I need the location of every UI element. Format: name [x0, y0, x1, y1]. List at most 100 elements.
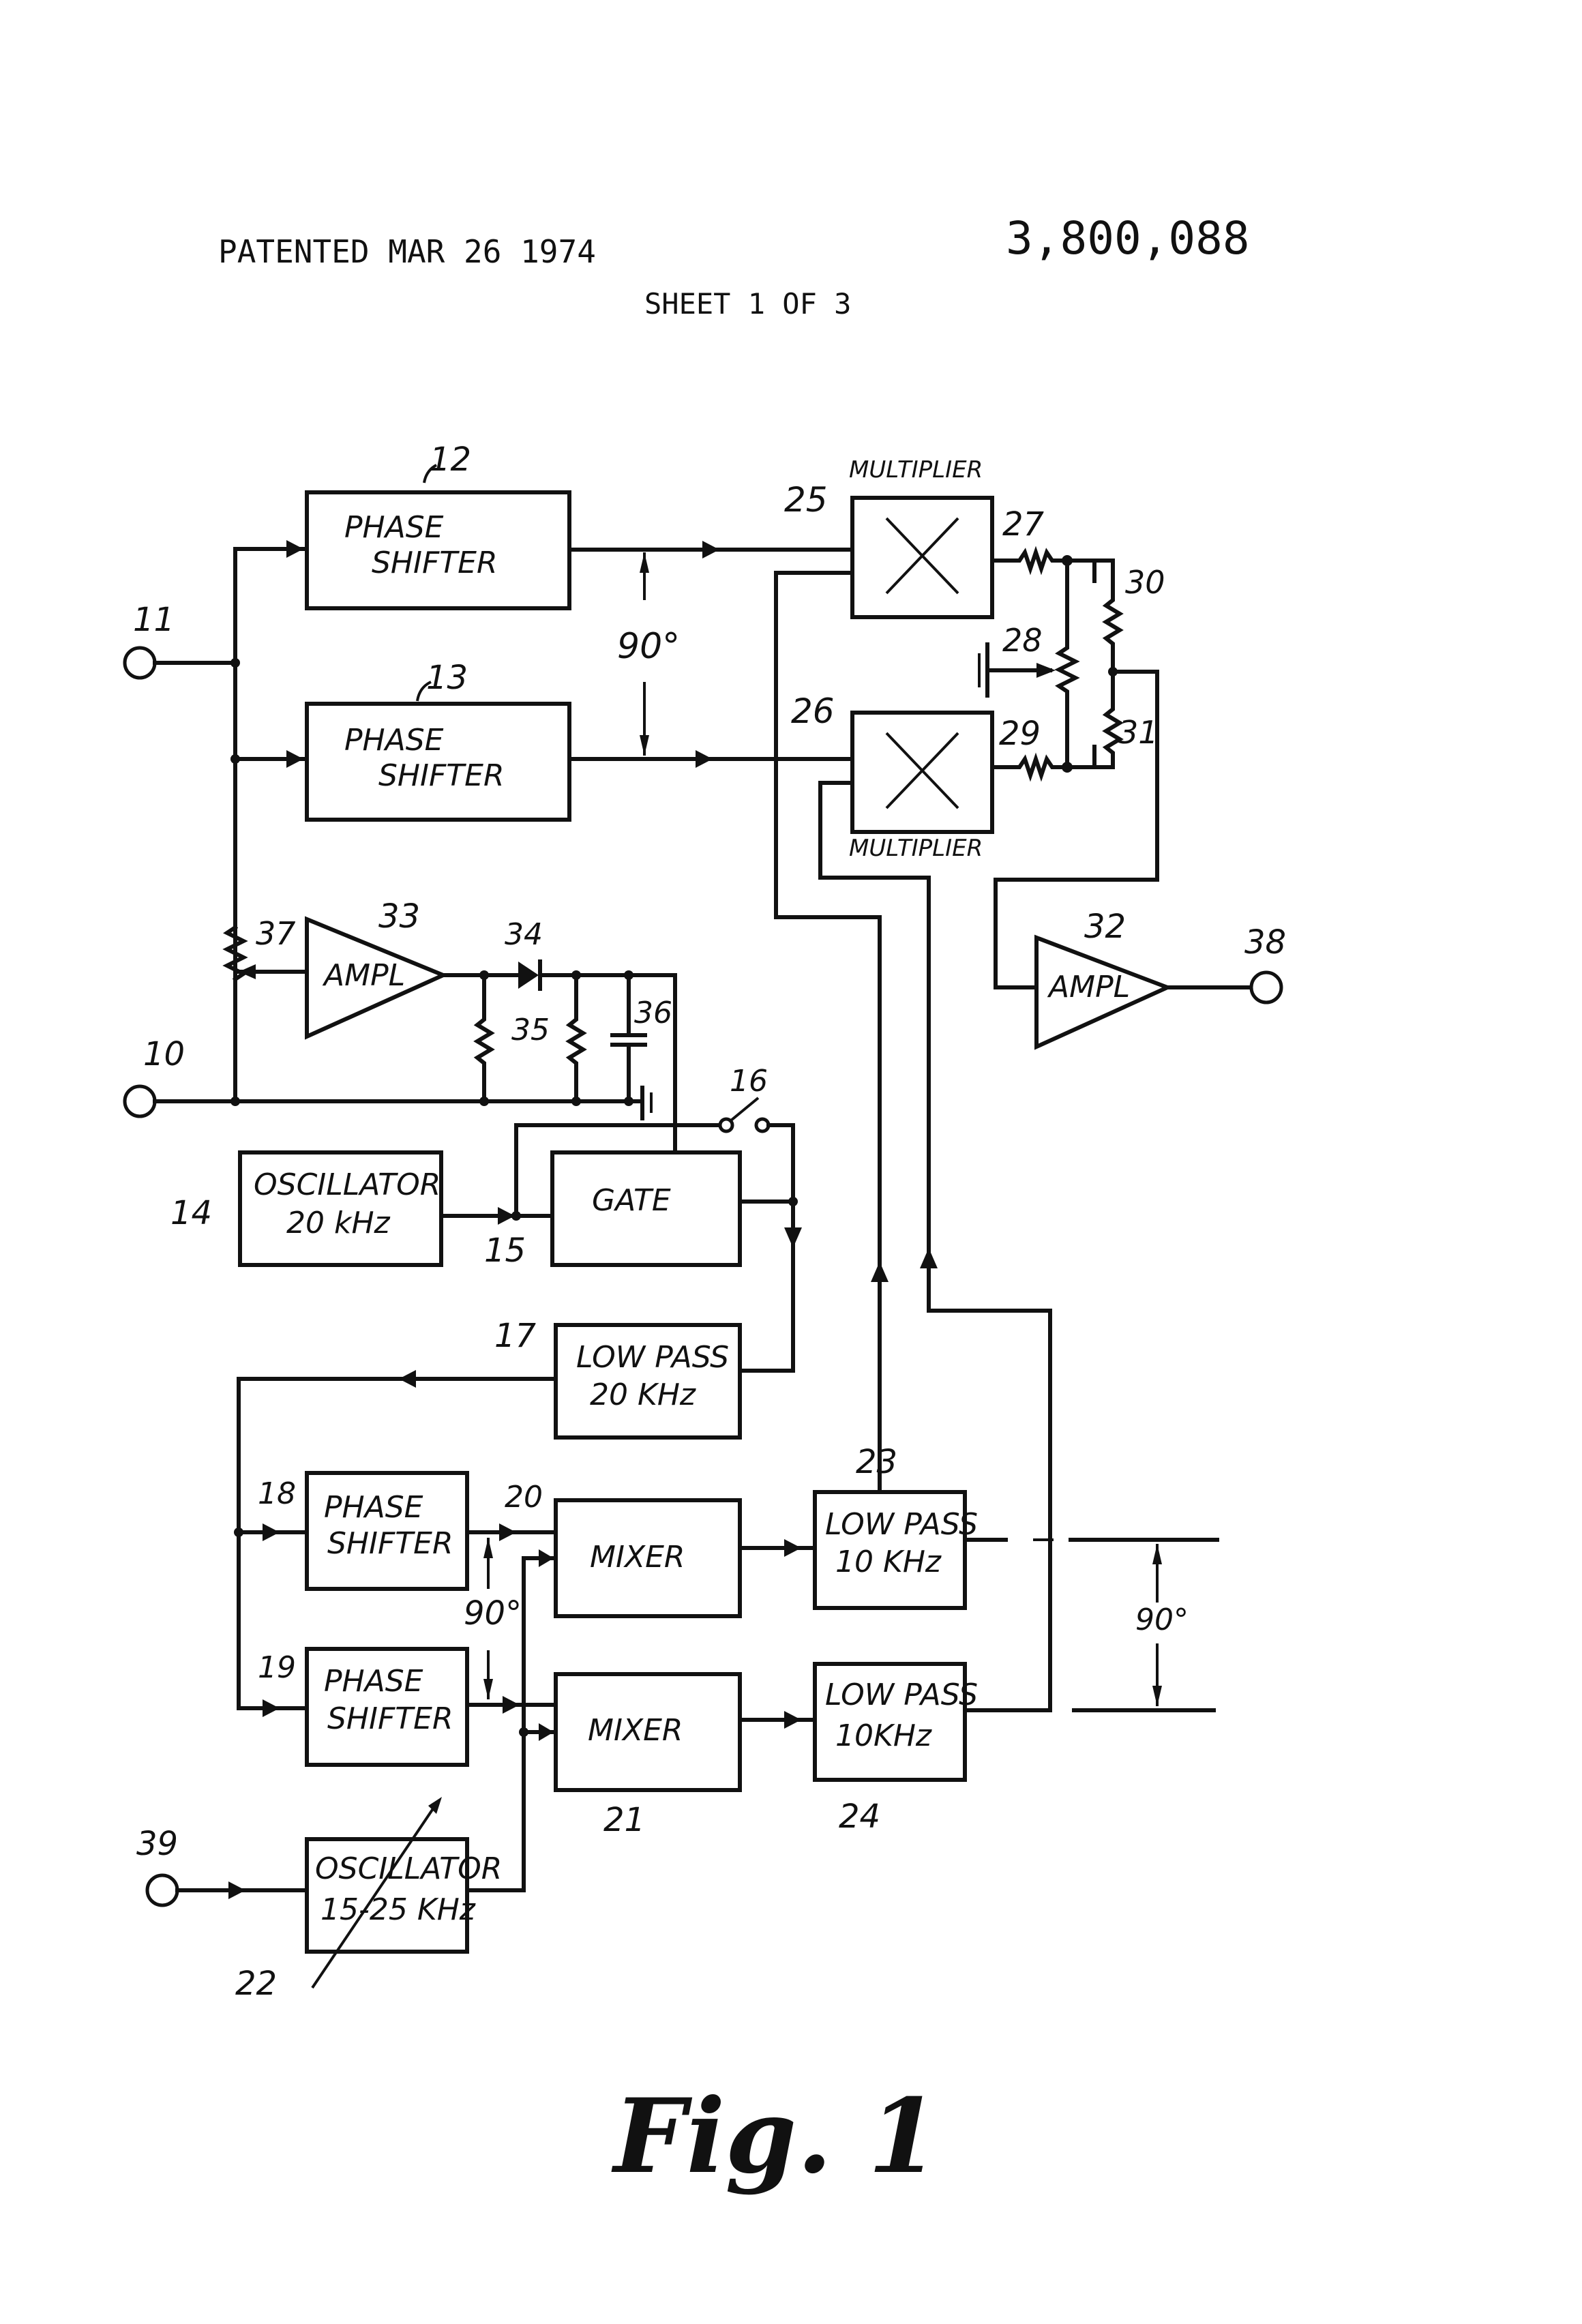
- arrow-icon: [263, 1699, 280, 1717]
- ref-27: 27: [1002, 505, 1045, 543]
- arrow-icon: [784, 1227, 802, 1248]
- svg-text:LOW PASS: LOW PASS: [576, 1340, 729, 1375]
- ref-26: 26: [791, 691, 835, 731]
- ref-30: 30: [1125, 564, 1165, 601]
- svg-text:MIXER: MIXER: [588, 1713, 683, 1748]
- svg-text:MIXER: MIXER: [590, 1540, 685, 1575]
- arrow-icon: [228, 1881, 245, 1899]
- resistor-35: [565, 973, 587, 1103]
- ref-35: 35: [511, 1013, 550, 1047]
- multiplier-25: [850, 496, 994, 619]
- arrow-icon: [286, 540, 303, 558]
- ref-12: 12: [430, 441, 471, 479]
- ref-29: 29: [999, 715, 1041, 753]
- ref-18: 18: [258, 1476, 296, 1511]
- svg-text:SHIFTER: SHIFTER: [327, 1701, 453, 1736]
- amplifier-33: AMPL: [305, 916, 449, 1040]
- ref-23: 23: [856, 1443, 897, 1481]
- ref-11: 11: [133, 601, 175, 639]
- amplifier-32: AMPL: [1034, 934, 1173, 1050]
- svg-text:LOW PASS: LOW PASS: [825, 1507, 978, 1542]
- arrow-icon: [263, 1523, 280, 1541]
- switch-16: [730, 1097, 760, 1122]
- mixer-20: MIXER: [554, 1498, 742, 1618]
- svg-text:SHIFTER: SHIFTER: [327, 1526, 453, 1561]
- phase-shifter-13: PHASE SHIFTER: [305, 702, 571, 822]
- ref-25: 25: [784, 480, 828, 520]
- arrow-icon: [784, 1539, 801, 1557]
- resistor-load: [473, 973, 495, 1103]
- multiplier-25-caption: MULTIPLIER: [849, 456, 983, 483]
- low-pass-24: LOW PASS 10KHz: [813, 1662, 978, 1782]
- ref-37: 37: [256, 915, 296, 952]
- phase-shifter-19: PHASE SHIFTER: [305, 1647, 469, 1767]
- ref-14: 14: [170, 1194, 212, 1232]
- ref-33: 33: [378, 897, 420, 936]
- svg-text:OSCILLATOR: OSCILLATOR: [315, 1851, 502, 1886]
- ref-17: 17: [494, 1317, 537, 1355]
- ref-24: 24: [839, 1798, 880, 1836]
- ref-36: 36: [634, 996, 672, 1030]
- arrow-icon: [784, 1711, 801, 1729]
- arrow-icon: [702, 541, 719, 558]
- resistor-30: [1065, 558, 1124, 674]
- phase-90-label-right: 90°: [1135, 1603, 1189, 1637]
- figure-caption: Fig. 1: [611, 2076, 939, 2196]
- ref-39: 39: [136, 1825, 178, 1863]
- resistor-31: [1065, 670, 1124, 769]
- arrow-icon: [503, 1696, 520, 1714]
- ref-34: 34: [505, 917, 543, 952]
- svg-text:PHASE: PHASE: [344, 723, 444, 758]
- phase-90-label-middle: 90°: [464, 1594, 522, 1633]
- sheet-number: SHEET 1 OF 3: [644, 287, 851, 321]
- switch-16-contact: [718, 1117, 734, 1133]
- phase-shifter-12: PHASE SHIFTER: [305, 490, 571, 610]
- arrow-icon: [539, 1549, 554, 1567]
- mixer-21: MIXER: [554, 1672, 742, 1792]
- ref-15: 15: [484, 1232, 526, 1270]
- ref-22: 22: [235, 1965, 277, 2003]
- oscillator-14: OSCILLATOR 20 kHz: [238, 1150, 443, 1267]
- svg-text:15-25 KHz: 15-25 KHz: [320, 1892, 476, 1927]
- terminal-38: [1249, 970, 1283, 1004]
- low-pass-23: LOW PASS 10 KHz: [813, 1490, 978, 1610]
- arrow-icon: [286, 750, 303, 768]
- ref-32: 32: [1084, 908, 1126, 946]
- oscillator-22-variable: OSCILLATOR 15-25 KHz: [305, 1837, 502, 1954]
- svg-text:OSCILLATOR: OSCILLATOR: [254, 1167, 441, 1202]
- svg-text:10KHz: 10KHz: [835, 1718, 932, 1753]
- terminal-11: [123, 646, 157, 680]
- ref-19: 19: [258, 1650, 296, 1685]
- svg-text:10 KHz: 10 KHz: [835, 1545, 942, 1579]
- resistor-27: [990, 546, 1096, 583]
- ref-38: 38: [1244, 923, 1286, 962]
- terminal-10: [123, 1084, 157, 1118]
- multiplier-26: [850, 711, 994, 834]
- ref-21: 21: [603, 1801, 645, 1839]
- svg-text:20 kHz: 20 kHz: [286, 1206, 391, 1240]
- arrow-icon: [498, 1207, 515, 1225]
- ref-31: 31: [1118, 714, 1159, 751]
- arrow-icon: [696, 750, 713, 768]
- terminal-39: [145, 1873, 179, 1907]
- arrow-icon: [499, 1523, 516, 1541]
- svg-text:LOW PASS: LOW PASS: [825, 1678, 978, 1712]
- svg-text:GATE: GATE: [592, 1183, 671, 1218]
- svg-text:AMPL: AMPL: [1047, 970, 1130, 1004]
- ref-16: 16: [730, 1064, 768, 1099]
- multiplier-26-caption: MULTIPLIER: [849, 835, 983, 862]
- arrow-icon: [920, 1248, 938, 1268]
- diode-34: [518, 962, 539, 989]
- svg-text:PHASE: PHASE: [344, 510, 444, 545]
- svg-text:PHASE: PHASE: [324, 1664, 423, 1699]
- ref-28: 28: [1002, 622, 1043, 659]
- ref-13: 13: [426, 659, 468, 697]
- arrow-icon: [871, 1262, 889, 1282]
- phase-90-label-top: 90°: [617, 626, 680, 667]
- potentiometer-28: [1054, 558, 1080, 769]
- svg-text:PHASE: PHASE: [324, 1490, 423, 1525]
- patented-date: PATENTED MAR 26 1974: [218, 233, 596, 270]
- svg-text:20 KHz: 20 KHz: [590, 1377, 696, 1412]
- svg-text:SHIFTER: SHIFTER: [378, 758, 505, 793]
